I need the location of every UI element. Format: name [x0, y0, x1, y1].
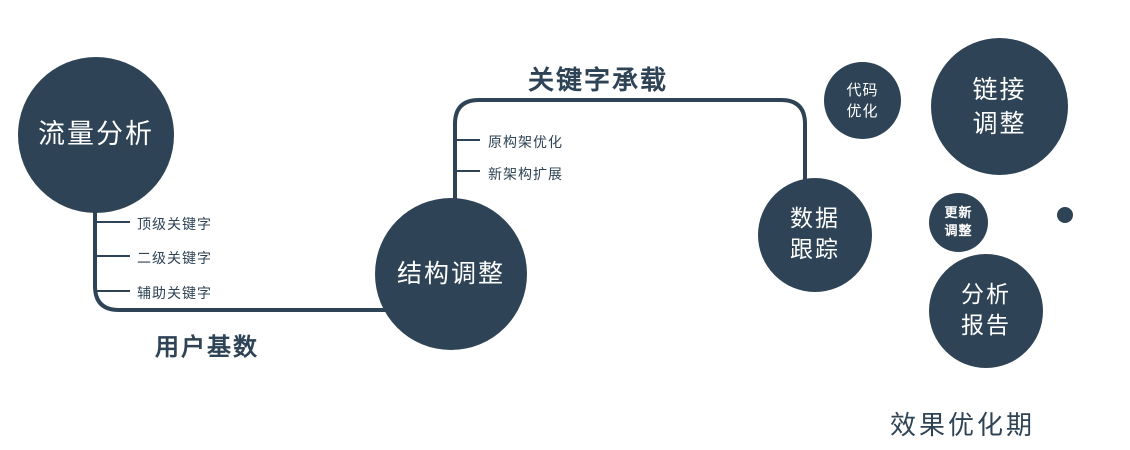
node-analysis-report-line2: 报告 — [961, 313, 1011, 339]
node-update-adjustment-line2: 调整 — [944, 223, 973, 239]
branch-label-top-keywords: 顶级关键字 — [137, 217, 212, 233]
node-code-optimization-line2: 优化 — [846, 101, 879, 120]
node-data-tracking-line1: 数据 — [790, 205, 840, 232]
node-link-adjustment-line2: 调整 — [972, 108, 1027, 138]
node-data-tracking-line2: 跟踪 — [790, 237, 840, 263]
node-analysis-report: 分析 报告 — [929, 254, 1043, 368]
connector-structure-to-tracking — [453, 98, 807, 210]
node-analysis-report-line1: 分析 — [961, 281, 1011, 308]
branch-label-second-keywords: 二级关键字 — [137, 251, 212, 267]
node-update-adjustment-line1: 更新 — [944, 205, 973, 221]
node-code-optimization: 代码 优化 — [824, 62, 901, 139]
edge-label-user-base: 用户基数 — [155, 333, 259, 361]
branch-label-aux-keywords: 辅助关键字 — [137, 286, 212, 302]
node-structure-adjustment: 结构调整 — [375, 198, 527, 350]
decorative-dot — [1057, 207, 1073, 223]
node-update-adjustment: 更新 调整 — [929, 193, 988, 252]
branch-label-original-architecture: 原构架优化 — [488, 135, 563, 151]
node-structure-adjustment-label: 结构调整 — [396, 259, 505, 289]
node-link-adjustment-line1: 链接 — [972, 74, 1027, 104]
phase-label-effect-optimization: 效果优化期 — [890, 411, 1036, 441]
branch-label-new-architecture: 新架构扩展 — [488, 167, 563, 183]
connector-traffic-to-structure — [93, 190, 396, 312]
node-traffic-analysis: 流量分析 — [18, 57, 174, 213]
node-data-tracking: 数据 跟踪 — [758, 178, 872, 292]
node-traffic-analysis-label: 流量分析 — [38, 118, 154, 150]
node-code-optimization-line1: 代码 — [846, 81, 879, 100]
node-link-adjustment: 链接 调整 — [931, 38, 1068, 175]
edge-label-keyword-bearing: 关键字承载 — [528, 66, 669, 96]
